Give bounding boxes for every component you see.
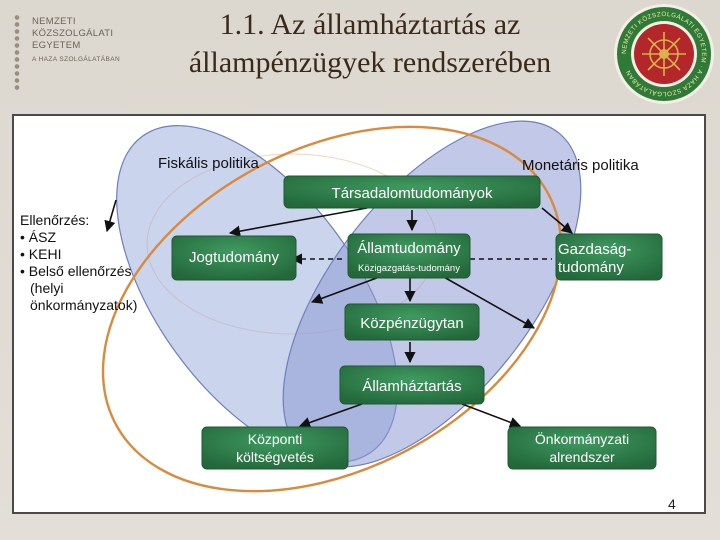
public-finance-box: Közpénzügytan <box>344 303 480 341</box>
local-government-box: Önkormányzati alrendszer <box>507 426 657 470</box>
central-budget-label-2: költségvetés <box>236 449 314 465</box>
state-budget-system-box: Államháztartás <box>339 365 485 405</box>
state-science-box: Államtudomány Közigazgatás-tudomány <box>347 233 471 279</box>
audit-item-internal-label: Belső ellenőrzés <box>28 263 132 279</box>
audit-item-internal: • Belső ellenőrzés <box>20 263 132 279</box>
public-admin-label: Közigazgatás-tudomány <box>358 263 460 274</box>
audit-item-asz: • ÁSZ <box>20 229 57 245</box>
audit-item-asz-label: ÁSZ <box>28 229 57 245</box>
logo-line-1: NEMZETI <box>32 16 76 27</box>
logo-dots-icon <box>10 14 24 92</box>
fiscal-policy-label: Fiskális politika <box>158 155 260 172</box>
local-government-label-2: alrendszer <box>549 449 615 465</box>
economics-label-1: Gazdaság- <box>558 241 631 258</box>
audit-title: Ellenőrzés: <box>20 212 90 228</box>
public-finance-label: Közpénzügytan <box>360 315 463 332</box>
audit-item-note-2: önkormányzatok) <box>30 297 138 313</box>
audit-item-kehi-label: KEHI <box>28 246 62 262</box>
logo-line-4: A HAZA SZOLGÁLATÁBAN <box>32 56 121 63</box>
state-science-label: Államtudomány <box>357 240 461 257</box>
university-seal-icon: NEMZETI KÖZSZOLGÁLATI EGYETEM · A HAZA S… <box>614 4 714 104</box>
title-line-1: 1.1. Az államháztartás az <box>219 8 521 41</box>
economics-box: Gazdaság- tudomány <box>555 233 663 281</box>
logo-line-2: KÖZSZOLGÁLATI <box>32 28 114 39</box>
slide-title: 1.1. Az államháztartás az állampénzügyek… <box>140 6 600 82</box>
central-budget-label-1: Központi <box>248 431 302 447</box>
finance-diagram: Fiskális politika Monetáris politika Tár… <box>101 120 663 493</box>
central-budget-box: Központi költségvetés <box>201 426 349 470</box>
audit-item-note-1: (helyi <box>30 280 64 296</box>
logo-line-3: EGYETEM <box>32 40 81 51</box>
audit-list: Ellenőrzés: • ÁSZ • KEHI • Belső ellenőr… <box>20 212 137 314</box>
state-budget-system-label: Államháztartás <box>362 378 461 395</box>
local-government-label-1: Önkormányzati <box>535 430 629 447</box>
audit-item-kehi: • KEHI <box>20 246 62 262</box>
social-sciences-box: Társadalomtudományok <box>283 175 541 209</box>
orange-ellipse <box>101 125 563 493</box>
page-number: 4 <box>668 496 676 512</box>
economics-label-2: tudomány <box>558 259 624 276</box>
social-sciences-label: Társadalomtudományok <box>332 185 493 202</box>
law-label: Jogtudomány <box>189 249 280 266</box>
monetary-policy-label: Monetáris politika <box>522 157 639 174</box>
title-line-2: állampénzügyek rendszerében <box>188 46 552 79</box>
law-box: Jogtudomány <box>171 235 297 281</box>
university-logo-left: NEMZETI KÖZSZOLGÁLATI EGYETEM A HAZA SZO… <box>6 8 136 94</box>
